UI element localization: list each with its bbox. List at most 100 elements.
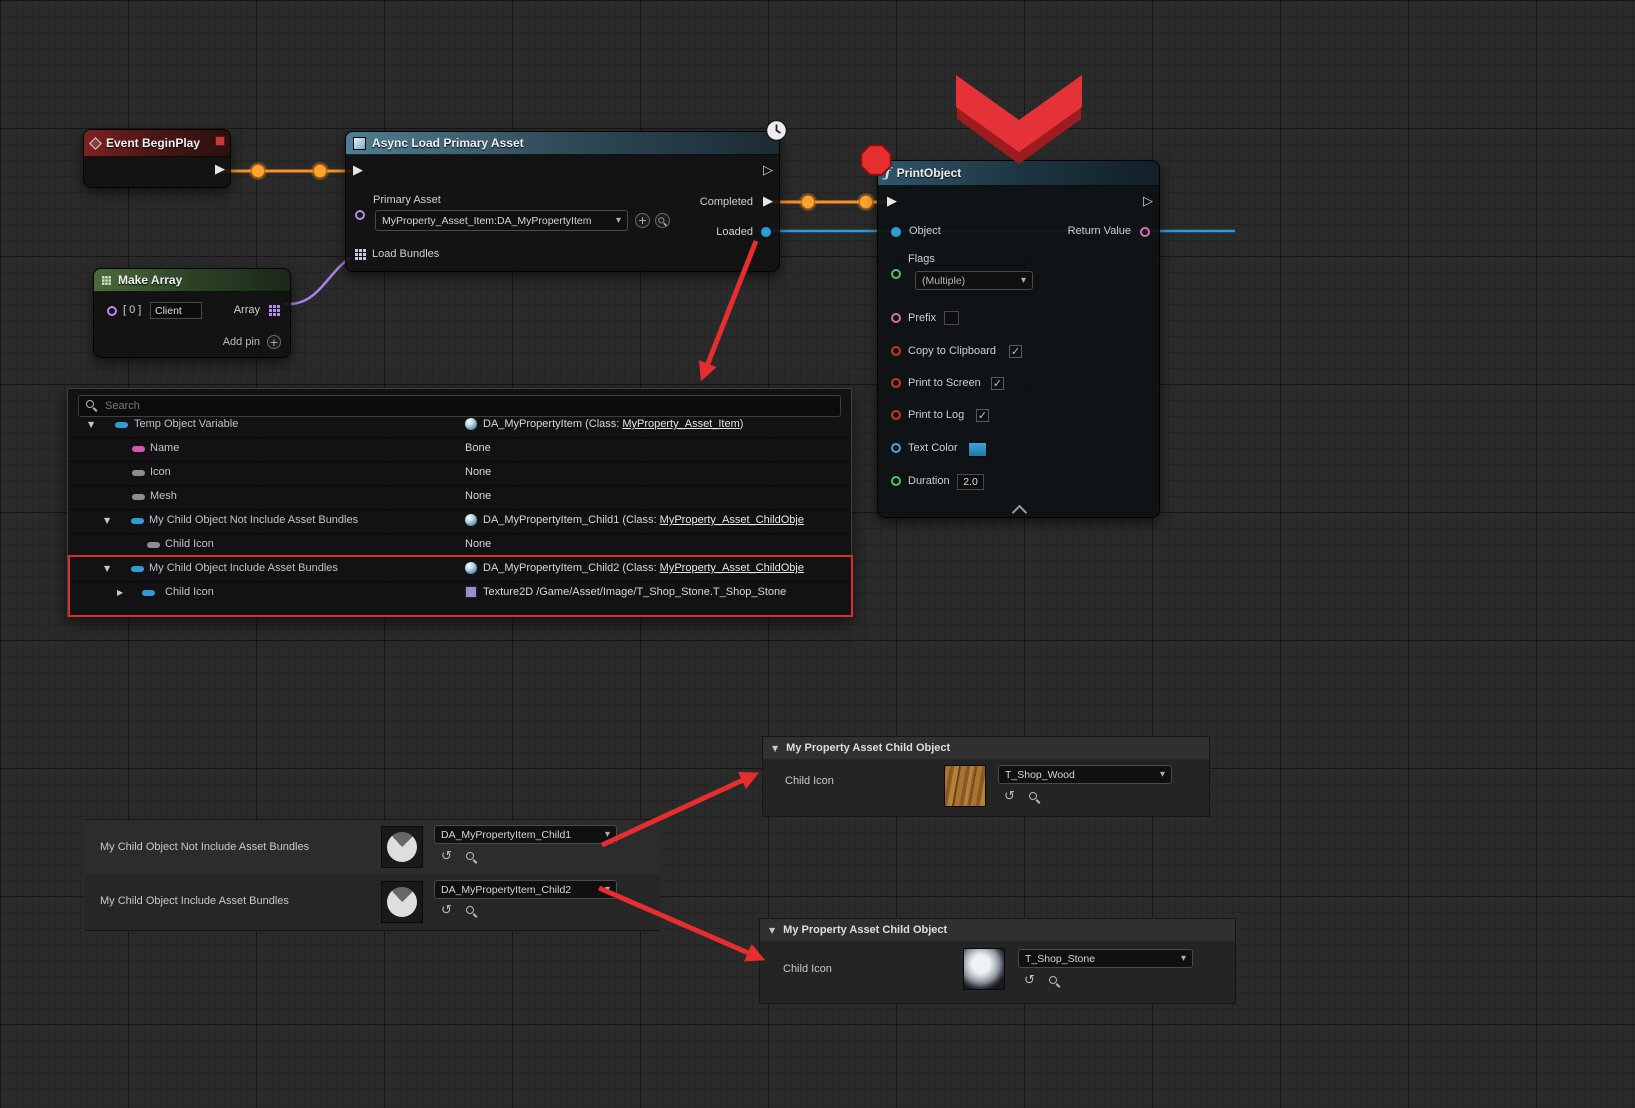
watch-row[interactable]: ▼ My Child Object Include Asset Bundles … (68, 557, 851, 582)
completed-exec-pin[interactable]: ▶ (763, 194, 773, 209)
load-bundles-pin[interactable] (355, 249, 366, 260)
use-selected-asset-icon[interactable]: ↺ (1024, 973, 1035, 988)
watch-row[interactable]: ▼ My Child Object Not Include Asset Bund… (68, 509, 851, 534)
object-pin[interactable] (891, 227, 901, 237)
use-selected-asset-icon[interactable]: ↺ (441, 849, 452, 864)
node-header[interactable]: Event BeginPlay (84, 130, 230, 157)
browse-to-asset-icon[interactable] (465, 905, 478, 918)
node-async-load-primary-asset[interactable]: Async Load Primary Asset ▶ ▷ Primary Ass… (345, 119, 788, 272)
browse-to-asset-icon[interactable] (1028, 791, 1041, 804)
array-index-pin[interactable] (107, 306, 117, 316)
node-header[interactable]: Make Array (94, 269, 290, 292)
watch-row-value: DA_MyPropertyItem_Child1 (Class: MyPrope… (483, 514, 804, 526)
array-index-input[interactable] (150, 302, 202, 319)
loaded-label: Loaded (716, 226, 753, 238)
asset-pick-plus-button[interactable]: + (635, 213, 650, 228)
expander-down-icon[interactable]: ▼ (104, 516, 111, 525)
class-link[interactable]: MyProperty_Asset_ChildObje (659, 514, 804, 526)
prefix-label: Prefix (908, 312, 937, 324)
return-value-pin[interactable] (1140, 227, 1150, 237)
asset-dropdown[interactable]: T_Shop_Stone ▾ (1018, 949, 1193, 968)
text-color-label: Text Color (908, 442, 958, 454)
panel-header[interactable]: ▼ My Property Asset Child Object (763, 737, 1209, 760)
watch-row-value: Texture2D /Game/Asset/Image/T_Shop_Stone… (483, 586, 787, 598)
node-make-array[interactable]: Make Array [ 0 ] Array Add pin + (93, 268, 291, 358)
asset-thumbnail-pie[interactable] (381, 881, 423, 923)
exec-in-pin[interactable]: ▶ (353, 163, 363, 178)
exec-out-pin[interactable]: ▶ (215, 162, 225, 177)
class-link[interactable]: MyProperty_Asset_Item (622, 418, 740, 430)
details-row-child2[interactable]: My Child Object Include Asset Bundles DA… (85, 874, 660, 931)
event-icon (89, 136, 102, 150)
node-header[interactable]: ƒ PrintObject (878, 161, 1159, 186)
watch-row[interactable]: Icon None (68, 461, 851, 486)
use-selected-asset-icon[interactable]: ↺ (441, 903, 452, 918)
exec-out-pin[interactable]: ▷ (763, 163, 773, 178)
duration-pin[interactable] (891, 476, 901, 486)
watch-row-label: My Child Object Include Asset Bundles (149, 562, 338, 574)
watch-row[interactable]: Child Icon None (68, 533, 851, 558)
print-to-screen-checkbox[interactable]: ✓ (991, 377, 1004, 390)
duration-input[interactable]: 2.0 (957, 474, 984, 490)
loaded-pin[interactable] (761, 227, 771, 237)
search-box[interactable] (78, 395, 841, 417)
asset-thumbnail-pie[interactable] (381, 826, 423, 868)
panel-header[interactable]: ▼ My Property Asset Child Object (760, 919, 1235, 942)
completed-label: Completed (699, 196, 753, 208)
collapse-node-button[interactable] (1011, 504, 1028, 521)
asset-dropdown[interactable]: DA_MyPropertyItem_Child1 ▾ (434, 825, 617, 844)
expander-down-icon[interactable]: ▼ (772, 743, 779, 753)
add-pin-button[interactable]: + (267, 335, 281, 349)
node-print-object[interactable]: ƒ PrintObject ▶ ▷ Object Return Value Fl… (877, 160, 1160, 521)
node-header[interactable]: Async Load Primary Asset (346, 132, 779, 155)
flags-pin[interactable] (891, 269, 901, 279)
wood-child-object-panel[interactable]: ▼ My Property Asset Child Object Child I… (763, 737, 1209, 816)
prefix-input[interactable] (944, 311, 959, 325)
prefix-pin[interactable] (891, 313, 901, 323)
asset-browse-button[interactable] (655, 213, 670, 228)
node-event-beginplay[interactable]: Event BeginPlay ▶ (83, 129, 231, 188)
object-label: Object (909, 225, 941, 237)
exec-out-pin[interactable]: ▷ (1143, 194, 1153, 209)
browse-to-asset-icon[interactable] (465, 851, 478, 864)
watch-row-value: Bone (465, 442, 491, 454)
watch-row[interactable]: ▶ Child Icon Texture2D /Game/Asset/Image… (68, 581, 851, 605)
watch-row[interactable]: ▼ Temp Object Variable DA_MyPropertyItem… (68, 413, 851, 438)
exec-in-pin[interactable]: ▶ (887, 194, 897, 209)
wood-texture-thumbnail[interactable] (944, 765, 986, 807)
print-to-log-pin[interactable] (891, 410, 901, 420)
array-output-pin[interactable] (269, 305, 280, 316)
text-color-pin[interactable] (891, 443, 901, 453)
expander-down-icon[interactable]: ▼ (769, 925, 776, 935)
copy-to-clipboard-pin[interactable] (891, 346, 901, 356)
use-selected-asset-icon[interactable]: ↺ (1004, 789, 1015, 804)
copy-to-clipboard-checkbox[interactable]: ✓ (1009, 345, 1022, 358)
check-icon: ✓ (992, 377, 1003, 390)
asset-dropdown[interactable]: DA_MyPropertyItem_Child2 ▾ (434, 880, 617, 899)
watch-row-label: Child Icon (165, 586, 214, 598)
asset-dropdown[interactable]: T_Shop_Wood ▾ (998, 765, 1172, 784)
text-color-swatch[interactable] (968, 442, 987, 457)
watch-row[interactable]: Name Bone (68, 437, 851, 462)
object-pin-pill-icon (147, 542, 160, 548)
details-row-child1[interactable]: My Child Object Not Include Asset Bundle… (85, 819, 660, 876)
async-task-icon (353, 136, 366, 150)
property-label: My Child Object Not Include Asset Bundle… (100, 841, 310, 853)
primary-asset-dropdown[interactable]: MyProperty_Asset_Item:DA_MyPropertyItem … (375, 210, 628, 231)
expander-down-icon[interactable]: ▼ (104, 564, 111, 573)
stone-child-object-panel[interactable]: ▼ My Property Asset Child Object Child I… (760, 919, 1235, 1003)
class-link[interactable]: MyProperty_Asset_ChildObje (659, 562, 804, 574)
primary-asset-pin[interactable] (355, 210, 365, 220)
watch-row[interactable]: Mesh None (68, 485, 851, 510)
search-input[interactable] (103, 397, 838, 415)
panel-body: Child Icon T_Shop_Wood ▾ ↺ (763, 759, 1209, 816)
browse-to-asset-icon[interactable] (1048, 975, 1061, 988)
expander-down-icon[interactable]: ▼ (88, 420, 95, 429)
debug-watch-panel[interactable]: ▼ Temp Object Variable DA_MyPropertyItem… (67, 388, 852, 617)
print-to-screen-pin[interactable] (891, 378, 901, 388)
stone-texture-thumbnail[interactable] (963, 948, 1005, 990)
print-to-log-checkbox[interactable]: ✓ (976, 409, 989, 422)
expander-right-icon[interactable]: ▶ (117, 588, 124, 597)
flags-dropdown[interactable]: (Multiple) ▾ (915, 271, 1033, 290)
